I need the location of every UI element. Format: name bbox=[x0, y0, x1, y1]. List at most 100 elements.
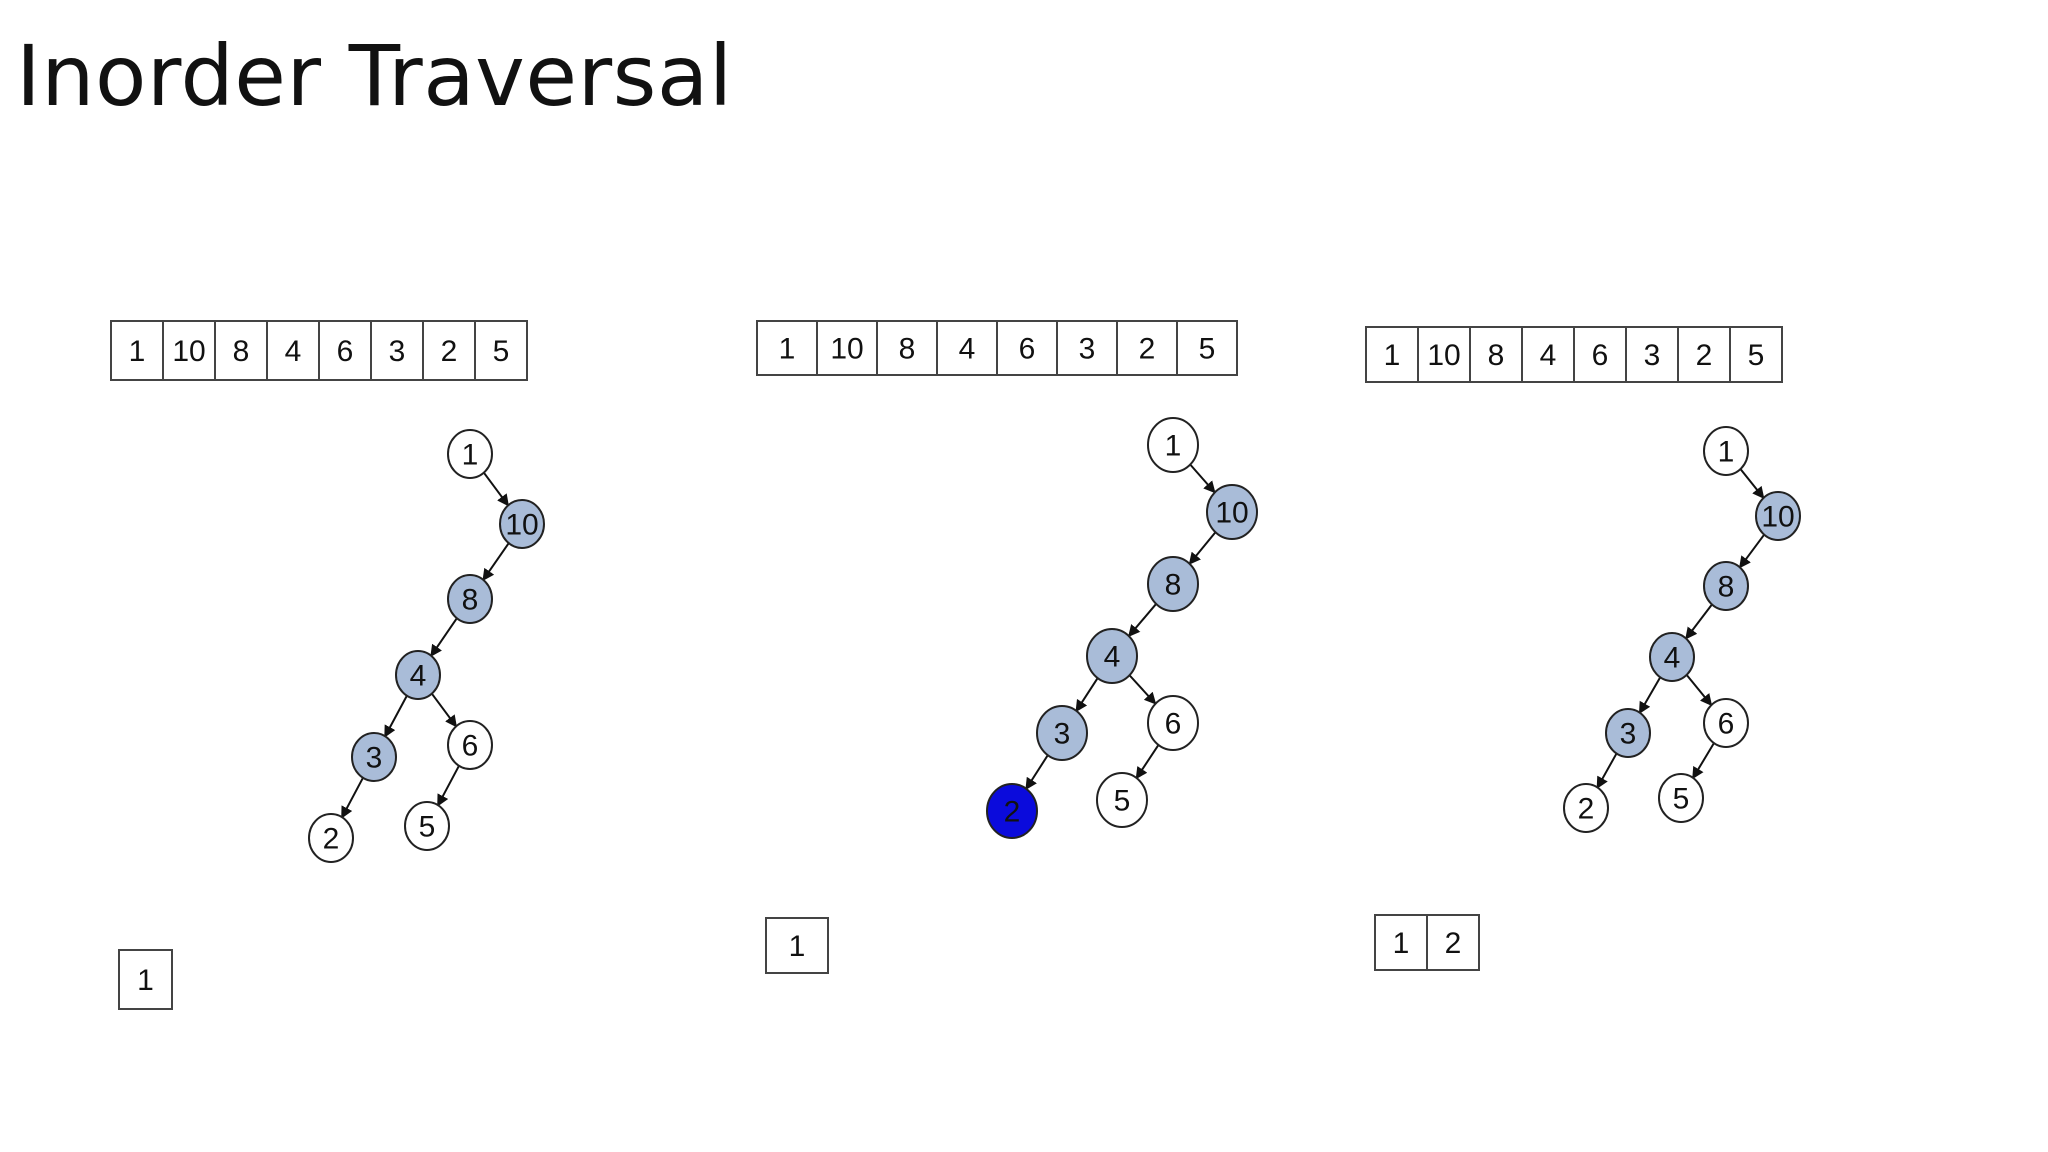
tree-node-circle-unvisited bbox=[1703, 426, 1749, 476]
input-array-cell-value: 1 bbox=[129, 335, 146, 368]
tree-node-label: 5 bbox=[1114, 785, 1131, 818]
input-array-cell: 10 bbox=[816, 320, 878, 376]
output-array-cell-value: 1 bbox=[789, 930, 806, 963]
input-array-cell-box bbox=[1625, 326, 1679, 383]
input-array-cell-box bbox=[876, 320, 938, 376]
tree-edge-arrow bbox=[482, 471, 510, 507]
input-array-cell-value: 3 bbox=[1079, 333, 1096, 366]
input-array-cell-box bbox=[266, 320, 320, 381]
tree-node-label: 10 bbox=[505, 509, 538, 542]
input-array-cell-value: 6 bbox=[1592, 339, 1609, 372]
output-array: 1 bbox=[118, 949, 173, 1010]
input-array-cell: 6 bbox=[318, 320, 372, 381]
tree-node-circle-on_stack bbox=[499, 499, 545, 549]
tree-node-circle-on_stack bbox=[1755, 491, 1801, 541]
input-array-cell: 3 bbox=[370, 320, 424, 381]
tree-node-circle-on_stack bbox=[447, 574, 493, 624]
input-array-cell: 1 bbox=[1365, 326, 1419, 383]
input-array-cell: 4 bbox=[266, 320, 320, 381]
input-array-cell-box bbox=[996, 320, 1058, 376]
tree-edge-arrow bbox=[1128, 673, 1157, 705]
tree-node: 6 bbox=[1703, 698, 1749, 748]
input-array-cell: 1 bbox=[110, 320, 164, 381]
tree-edge-arrow bbox=[1738, 533, 1766, 569]
output-array-cell: 1 bbox=[118, 949, 173, 1010]
input-array-cell-value: 2 bbox=[1139, 333, 1156, 366]
tree-node: 1 bbox=[447, 429, 493, 479]
input-array-cell-box bbox=[162, 320, 216, 381]
output-array-cell-box bbox=[118, 949, 173, 1010]
input-array-cell-value: 6 bbox=[337, 335, 354, 368]
input-array-cell-value: 8 bbox=[233, 335, 250, 368]
tree-edge-arrow bbox=[1691, 741, 1716, 780]
tree-node: 8 bbox=[447, 574, 493, 624]
input-array-cell-box bbox=[474, 320, 528, 381]
tree-edge-arrow bbox=[1638, 675, 1662, 715]
input-array-cell: 6 bbox=[1573, 326, 1627, 383]
tree-node-circle-on_stack bbox=[1147, 556, 1199, 612]
input-array-cell: 5 bbox=[1729, 326, 1783, 383]
tree-edge-arrow bbox=[1685, 673, 1713, 707]
input-array-cell: 8 bbox=[1469, 326, 1523, 383]
output-array-cell-box bbox=[765, 917, 829, 974]
tree-node-label: 3 bbox=[366, 742, 383, 775]
tree-node-circle-unvisited bbox=[1096, 772, 1148, 828]
tree-edge-arrow bbox=[1075, 676, 1100, 713]
input-array-cell-value: 10 bbox=[1427, 339, 1460, 372]
input-array-cell-value: 1 bbox=[779, 333, 796, 366]
tree-node: 2 bbox=[308, 813, 354, 863]
tree-node: 5 bbox=[404, 801, 450, 851]
tree-node-circle-on_stack bbox=[1703, 561, 1749, 611]
tree-edge-arrow bbox=[1738, 467, 1765, 499]
tree-node: 6 bbox=[1147, 695, 1199, 751]
input-array-cell-value: 10 bbox=[830, 333, 863, 366]
tree-node-label: 10 bbox=[1215, 497, 1248, 530]
input-array-cell-value: 8 bbox=[899, 333, 916, 366]
tree-node-label: 1 bbox=[1718, 436, 1735, 469]
tree-node-label: 8 bbox=[462, 584, 479, 617]
output-array-cell-box bbox=[1374, 914, 1428, 971]
tree-node-label: 3 bbox=[1054, 718, 1071, 751]
input-array-cell: 8 bbox=[214, 320, 268, 381]
tree-node-label: 4 bbox=[1664, 642, 1681, 675]
tree-edge-arrow bbox=[340, 775, 365, 819]
output-array-cell-value: 1 bbox=[1393, 927, 1410, 960]
tree-node-label: 3 bbox=[1620, 718, 1637, 751]
tree-edge-arrow bbox=[1025, 753, 1050, 791]
input-array-cell: 6 bbox=[996, 320, 1058, 376]
input-array-cell-box bbox=[1521, 326, 1575, 383]
tree-node-label: 2 bbox=[1578, 793, 1595, 826]
output-array: 1 bbox=[765, 917, 829, 974]
tree-edge-arrow bbox=[1188, 530, 1217, 565]
tree-node: 8 bbox=[1703, 561, 1749, 611]
slide-title: Inorder Traversal bbox=[16, 27, 733, 125]
tree-edge-arrow bbox=[430, 616, 459, 658]
tree-node-label: 4 bbox=[1104, 641, 1121, 674]
tree-node: 1 bbox=[1147, 417, 1199, 473]
output-array-cell-value: 2 bbox=[1445, 927, 1462, 960]
tree-node: 4 bbox=[1086, 628, 1138, 684]
tree-node-label: 2 bbox=[323, 823, 340, 856]
input-array-cell-box bbox=[1176, 320, 1238, 376]
tree-node-circle-on_stack bbox=[1206, 484, 1258, 540]
input-array-cell-value: 5 bbox=[493, 335, 510, 368]
input-array-cell-box bbox=[1469, 326, 1523, 383]
tree-edge-arrow bbox=[482, 541, 511, 582]
tree-node: 10 bbox=[499, 499, 545, 549]
input-array-cell-value: 3 bbox=[389, 335, 406, 368]
tree-edge-arrow bbox=[430, 692, 458, 728]
tree-node-circle-current bbox=[986, 783, 1038, 839]
tree-node: 10 bbox=[1206, 484, 1258, 540]
tree-node: 8 bbox=[1147, 556, 1199, 612]
tree-node: 2 bbox=[1563, 783, 1609, 833]
tree-node-label: 5 bbox=[1673, 783, 1690, 816]
input-array-cell: 4 bbox=[1521, 326, 1575, 383]
tree-node-circle-on_stack bbox=[1605, 708, 1651, 758]
tree-node-label: 6 bbox=[462, 730, 479, 763]
tree-edge-arrow bbox=[436, 763, 461, 807]
tree-node-circle-unvisited bbox=[1147, 417, 1199, 473]
tree-node-circle-unvisited bbox=[447, 720, 493, 770]
